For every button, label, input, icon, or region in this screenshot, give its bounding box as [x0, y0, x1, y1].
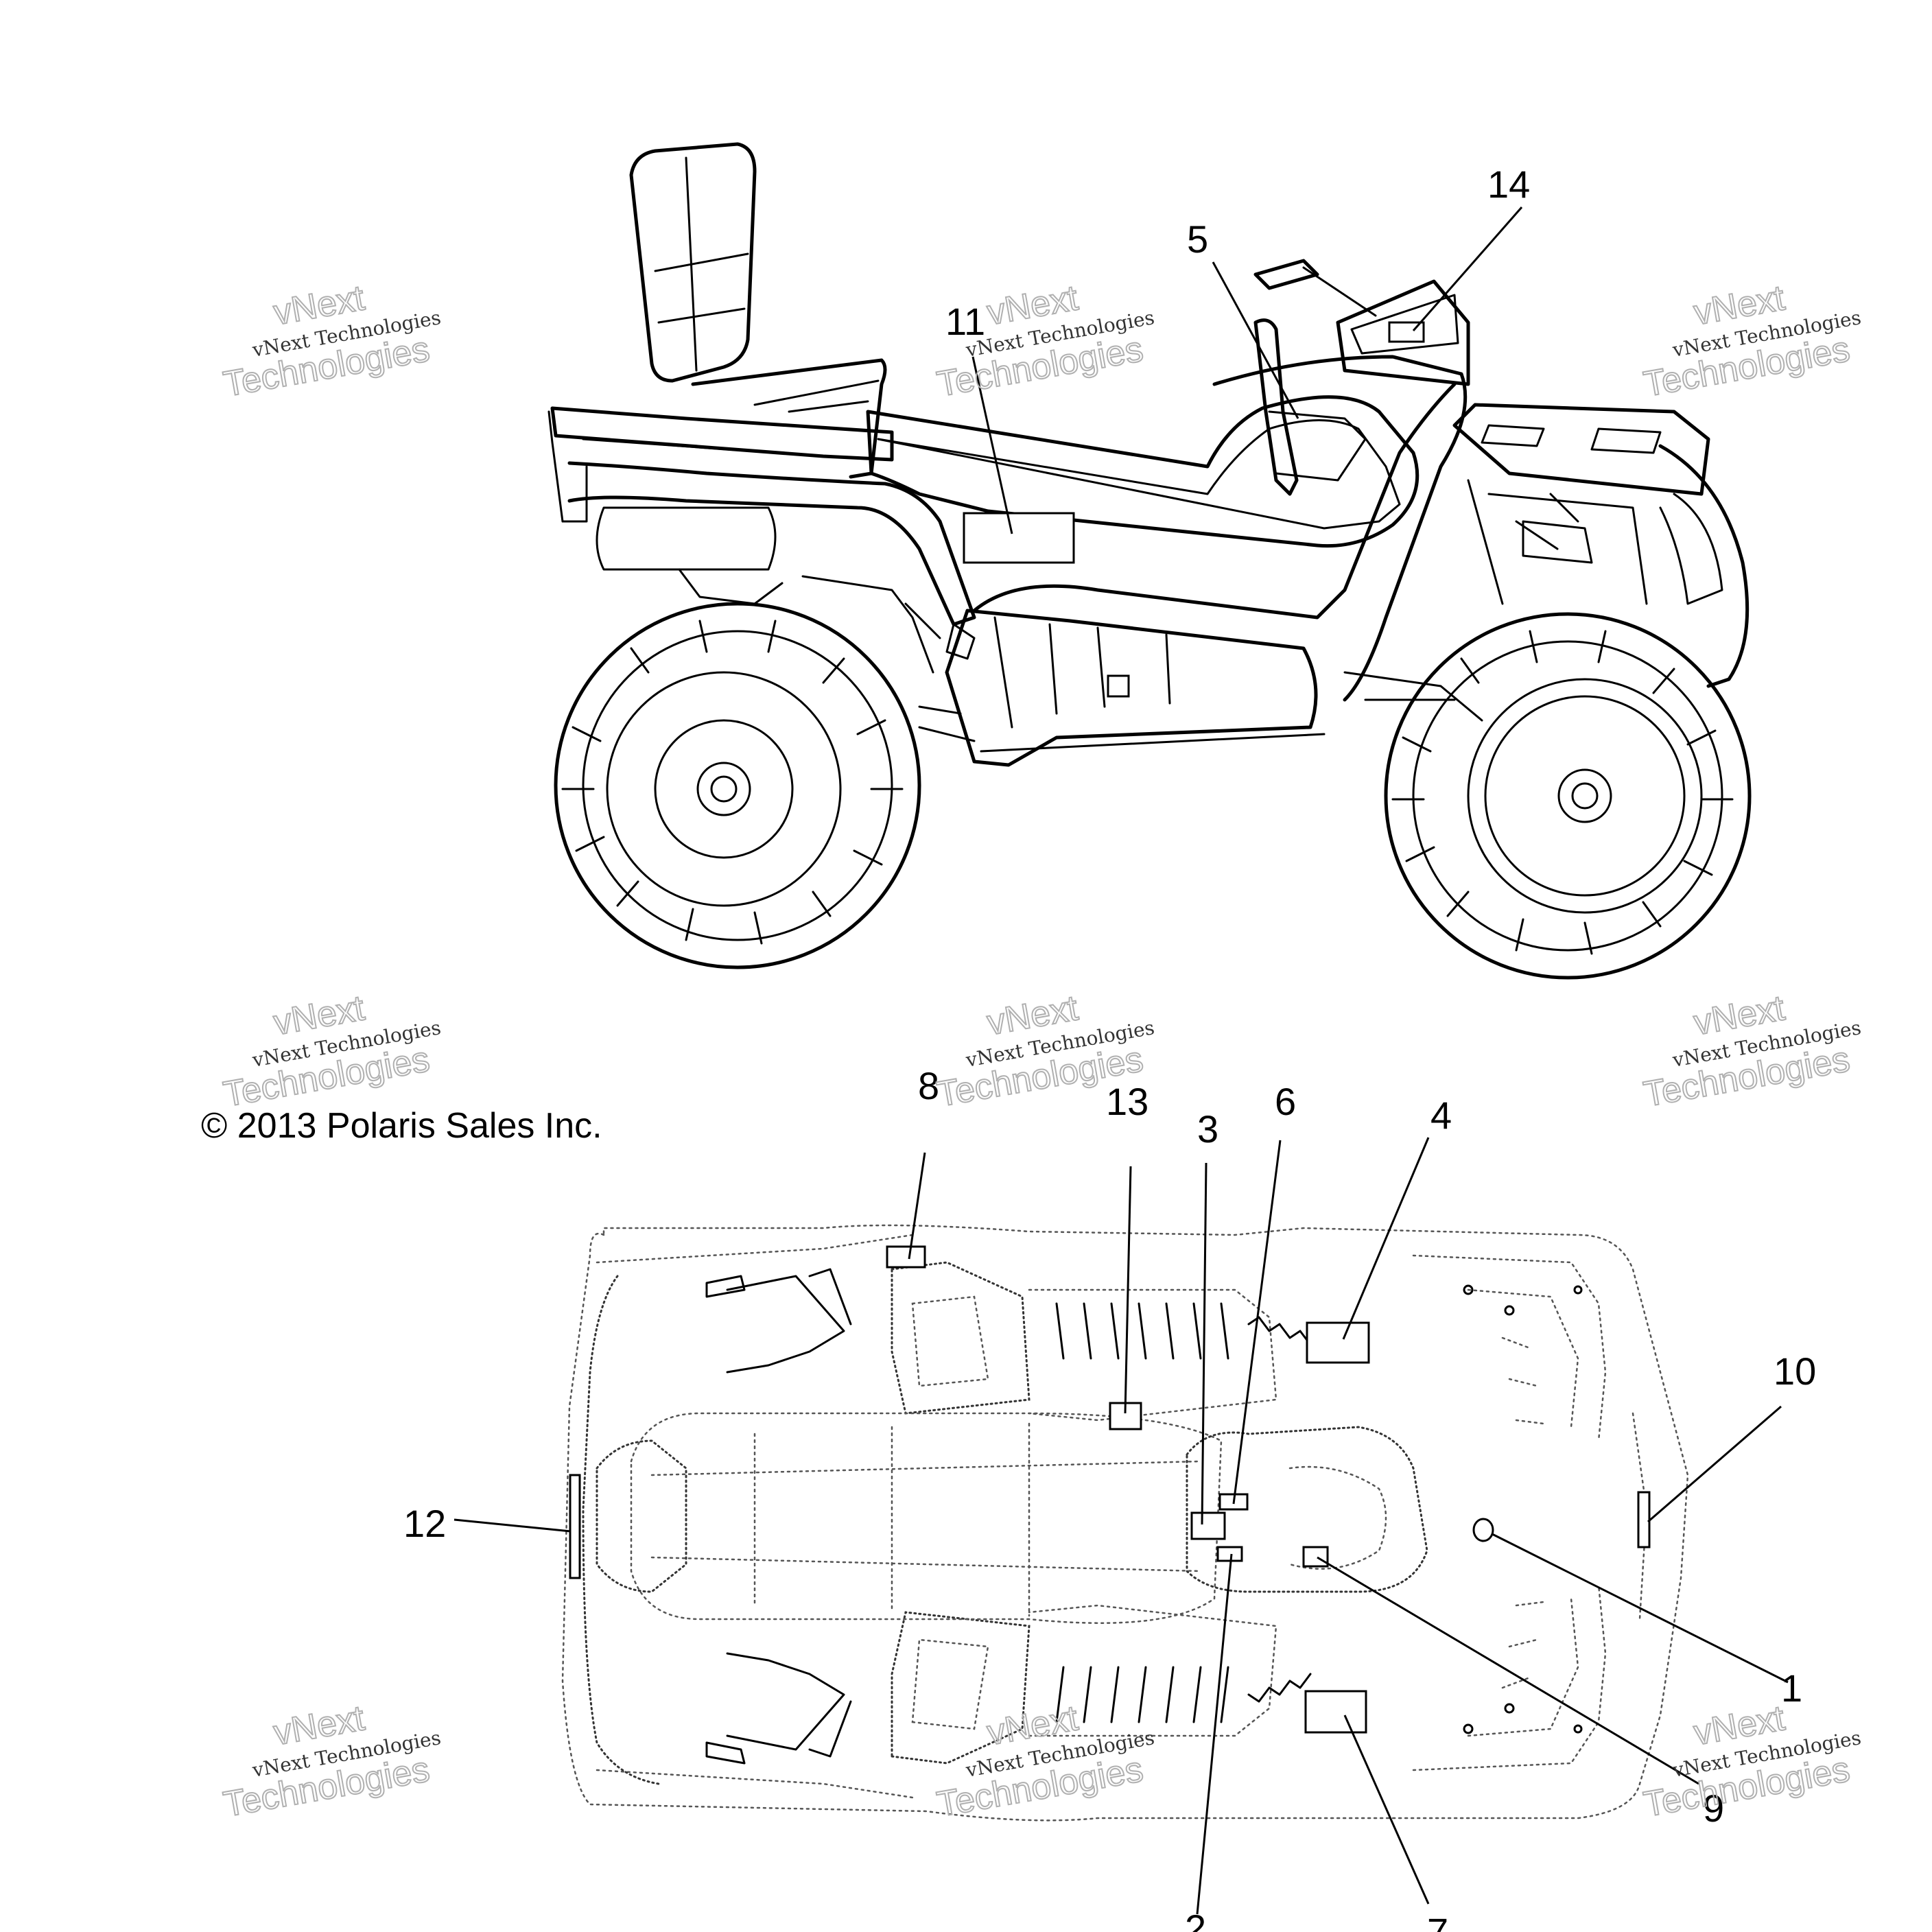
watermark-3: vNext vNext Technologies Technologies — [1640, 277, 1863, 405]
watermark-7: vNext vNext Technologies Technologies — [220, 1697, 443, 1826]
decal-8-marker — [886, 1245, 926, 1269]
decal-7-marker — [1304, 1690, 1367, 1734]
callout-5: 5 — [1187, 217, 1208, 261]
copyright-text: © 2013 Polaris Sales Inc. — [201, 1106, 602, 1146]
backrest — [629, 142, 757, 383]
callout-11: 11 — [945, 300, 985, 343]
atv-side-view — [547, 142, 1752, 980]
callout-2: 2 — [1185, 1907, 1206, 1932]
callout-labels: 11 5 14 8 13 3 6 4 10 12 1 9 7 2 — [403, 163, 1816, 1932]
callout-10: 10 — [1774, 1350, 1816, 1393]
decal-2-marker — [1216, 1546, 1243, 1562]
decal-4-marker — [1306, 1321, 1370, 1364]
front-wheel — [1384, 612, 1752, 980]
watermark-9: vNext vNext Technologies Technologies — [1640, 1697, 1863, 1826]
decal-1-marker — [1472, 1518, 1494, 1542]
callout-9: 9 — [1703, 1787, 1724, 1830]
callout-13: 13 — [1106, 1080, 1148, 1123]
decal-10-marker — [1637, 1491, 1651, 1548]
watermark-1: vNext vNext Technologies Technologies — [220, 277, 443, 405]
decal-3-marker — [1190, 1511, 1226, 1540]
watermark-6: vNext vNext Technologies Technologies — [1640, 987, 1863, 1116]
decal-9-marker — [1302, 1546, 1329, 1568]
callout-7: 7 — [1427, 1910, 1448, 1932]
atv-top-view — [561, 1224, 1689, 1822]
watermark-grid: vNext vNext Technologies Technologies vN… — [220, 277, 1863, 1826]
callout-4: 4 — [1430, 1094, 1452, 1137]
watermark-8: vNext vNext Technologies Technologies — [933, 1697, 1156, 1826]
callout-14: 14 — [1487, 163, 1530, 206]
callout-6: 6 — [1275, 1080, 1296, 1123]
callout-3: 3 — [1197, 1107, 1218, 1151]
watermark-4: vNext vNext Technologies Technologies — [220, 987, 443, 1116]
callout-12: 12 — [403, 1502, 446, 1545]
decal-11-marker — [963, 512, 1075, 564]
decal-12-marker — [569, 1474, 581, 1579]
callout-8: 8 — [918, 1064, 939, 1107]
leader-lines — [453, 207, 1789, 1915]
seat — [866, 395, 1419, 548]
rear-wheel — [554, 602, 921, 969]
callout-1: 1 — [1781, 1666, 1802, 1710]
